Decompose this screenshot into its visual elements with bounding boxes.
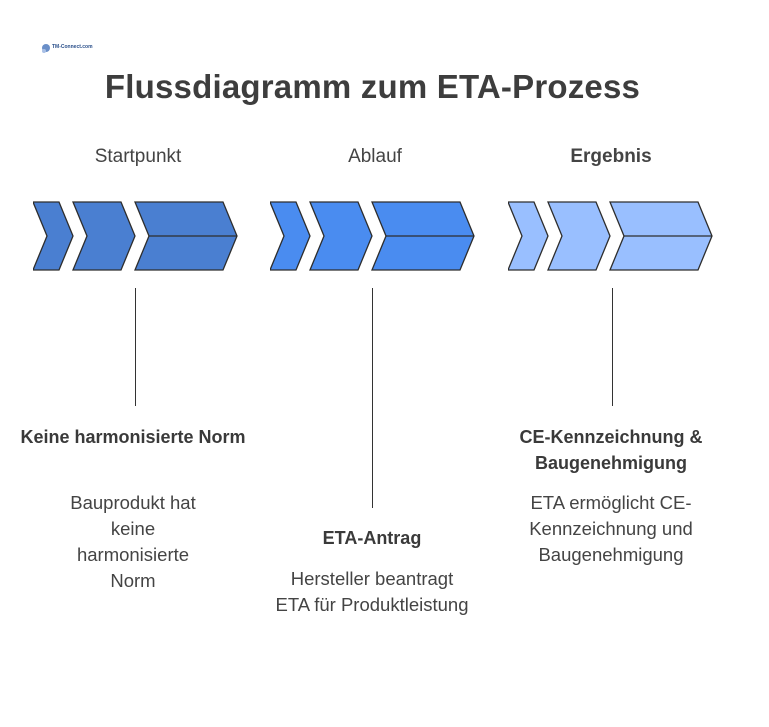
chevron-group-startpunkt (33, 201, 238, 271)
chevron-arrow-1 (33, 201, 74, 271)
logo-icon (42, 44, 50, 53)
node-title-startpunkt: Keine harmonisierte Norm (20, 427, 246, 447)
node-title-ablauf: ETA-Antrag (322, 528, 422, 548)
column-label-ablauf: Ablauf (348, 146, 402, 167)
node-desc-ergebnis: ETA ermöglicht CE-Kennzeichnung und Baug… (529, 492, 693, 565)
page-title: Flussdiagramm zum ETA-Prozess (104, 68, 641, 105)
chevron-arrow-2 (72, 201, 136, 271)
chevron-arrow-1 (270, 201, 311, 271)
chevron-arrow-1 (508, 201, 549, 271)
node-title-ergebnis: CE-Kennzeichnung & Baugenehmigung (519, 427, 703, 473)
connector-line (135, 288, 136, 406)
logo-text: TM-Connect.com (52, 44, 93, 50)
node-desc-ablauf: Hersteller beantragt ETA für Produktleis… (275, 568, 469, 615)
column-label-ergebnis: Ergebnis (570, 146, 652, 167)
node-desc-startpunkt: Bauprodukt hat keine harmonisierte Norm (70, 492, 196, 591)
connector-line (612, 288, 613, 406)
column-label-startpunkt: Startpunkt (94, 146, 182, 167)
connector-line (372, 288, 373, 508)
chevron-group-ablauf (270, 201, 475, 271)
chevron-group-ergebnis (508, 201, 713, 271)
chevron-arrow-2 (309, 201, 373, 271)
chevron-arrow-2 (547, 201, 611, 271)
